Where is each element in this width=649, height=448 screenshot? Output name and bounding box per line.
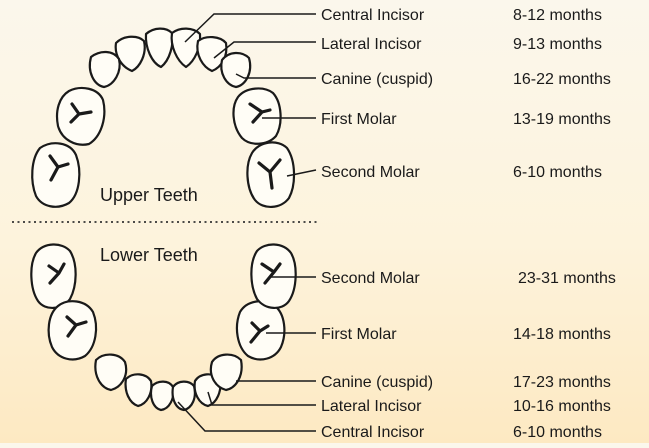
upper-jaw: Upper Teeth bbox=[32, 29, 294, 207]
lower-right-canine-icon bbox=[211, 355, 242, 390]
lower-label-canine: Canine (cuspid) bbox=[321, 374, 433, 391]
upper-left-canine-icon bbox=[90, 52, 120, 87]
lower-right-central-incisor-icon bbox=[173, 382, 195, 410]
upper-left-central-incisor-icon bbox=[146, 29, 173, 67]
upper-age-first-molar: 13-19 months bbox=[513, 111, 611, 128]
upper-left-second-molar-icon bbox=[32, 143, 79, 207]
lower-label-second-molar: Second Molar bbox=[321, 270, 420, 287]
lower-left-central-incisor-icon bbox=[151, 382, 173, 410]
upper-label-first-molar: First Molar bbox=[321, 111, 397, 128]
lower-teeth-title: Lower Teeth bbox=[100, 245, 198, 265]
lower-age-canine: 17-23 months bbox=[513, 374, 611, 391]
lower-left-second-molar-icon bbox=[31, 244, 75, 307]
upper-left-first-molar-icon bbox=[57, 88, 104, 145]
lower-label-lateral-incisor: Lateral Incisor bbox=[321, 398, 422, 415]
lower-right-second-molar-icon bbox=[251, 244, 295, 307]
upper-right-central-incisor-icon bbox=[172, 29, 200, 67]
upper-label-lateral-incisor: Lateral Incisor bbox=[321, 36, 422, 53]
upper-label-canine: Canine (cuspid) bbox=[321, 71, 433, 88]
lower-age-first-molar: 14-18 months bbox=[513, 326, 611, 343]
leader-lower-central-incisor bbox=[178, 402, 316, 431]
lower-label-first-molar: First Molar bbox=[321, 326, 397, 343]
lower-label-central-incisor: Central Incisor bbox=[321, 424, 425, 441]
upper-teeth-title: Upper Teeth bbox=[100, 185, 198, 205]
leader-lower-lateral-incisor bbox=[208, 392, 316, 405]
lower-labels: Second Molar 23-31 months First Molar 14… bbox=[321, 270, 616, 441]
lower-jaw: Lower Teeth bbox=[31, 244, 295, 410]
upper-labels: Central Incisor 8-12 months Lateral Inci… bbox=[321, 7, 611, 181]
upper-right-canine-icon bbox=[221, 53, 250, 87]
lower-left-canine-icon bbox=[95, 355, 126, 390]
upper-label-second-molar: Second Molar bbox=[321, 164, 420, 181]
lower-age-lateral-incisor: 10-16 months bbox=[513, 398, 611, 415]
lower-age-second-molar: 23-31 months bbox=[518, 270, 616, 287]
upper-age-central-incisor: 8-12 months bbox=[513, 7, 602, 24]
upper-age-lateral-incisor: 9-13 months bbox=[513, 36, 602, 53]
lower-age-central-incisor: 6-10 months bbox=[513, 424, 602, 441]
upper-age-canine: 16-22 months bbox=[513, 71, 611, 88]
upper-age-second-molar: 6-10 months bbox=[513, 164, 602, 181]
lower-left-lateral-incisor-icon bbox=[126, 374, 152, 406]
upper-label-central-incisor: Central Incisor bbox=[321, 7, 425, 24]
